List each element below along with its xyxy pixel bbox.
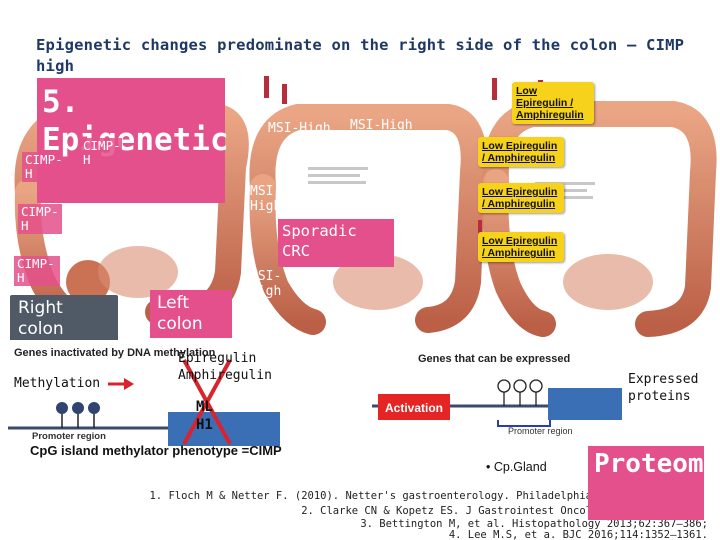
expression-diagram: Activation [372,379,622,427]
promoter-region-label: Promoter region [32,431,106,442]
activation-label: Activation [385,401,443,415]
sporadic-crc-label: Sporadic CRC [278,219,394,267]
methylation-header: Genes inactivated by DNA methylation [14,347,216,359]
reference-line: 2. Clarke CN & Kopetz ES. J Gastrointest… [301,505,592,517]
cimp-h-label: CIMP-H [18,204,62,234]
cimp-h-label: CIMP-H [14,256,60,286]
epiregulin-tag: Low Epiregulin / Amphiregulin [478,232,564,262]
proteome-label: Proteome [588,446,719,520]
epiregulin-tag: Low Epiregulin / Amphiregulin [478,137,564,167]
msi-high-label: MSI-High [250,269,282,299]
section-number-label: 5. Epigenetic [37,78,229,203]
reference-line: 4. Lee M.S, et a. BJC 2016;114:1352–1361… [448,529,708,540]
left-colon-label: Left colon [150,290,232,338]
mlh1-label: ML H1 [196,399,213,433]
cimp-h-label: CIMP-H [80,138,122,168]
reference-line: 3. Bettington M, et al. Histopathology 2… [360,518,708,530]
cimp-phenotype-label: CpG island methylator phenotype =CIMP [30,443,282,458]
slide-title: Epigenetic changes predominate on the ri… [36,36,685,75]
msi-high-label: MSI-High [268,121,331,136]
reference-line: 1. Floch M & Netter F. (2010). Netter's … [149,490,592,502]
promoter-region-label: Promoter region [508,426,573,436]
cimp-h-label: CIMP-H [22,152,63,182]
epiregulin-tag: Low Epiregulin / Amphiregulin [478,183,564,213]
colon-figure-2 [249,104,487,335]
expression-header: Genes that can be expressed [418,353,571,365]
expressed-proteins-label: Expressed proteins [628,372,699,404]
epiregulin-amphiregulin-label: Epiregulin Amphiregulin [178,351,272,383]
msi-high-label: MSI-High [350,118,413,133]
epiregulin-tag: Low Epiregulin / Amphiregulin [512,82,594,124]
cpg-gland-label: • Cp.Gland [486,460,547,474]
colon-figure-3 [482,101,717,337]
methylation-label: Methylation [14,376,101,391]
msi-high-label: MSI-High [250,184,282,214]
right-colon-label: Right colon [10,295,118,345]
methylation-diagram [8,340,280,462]
